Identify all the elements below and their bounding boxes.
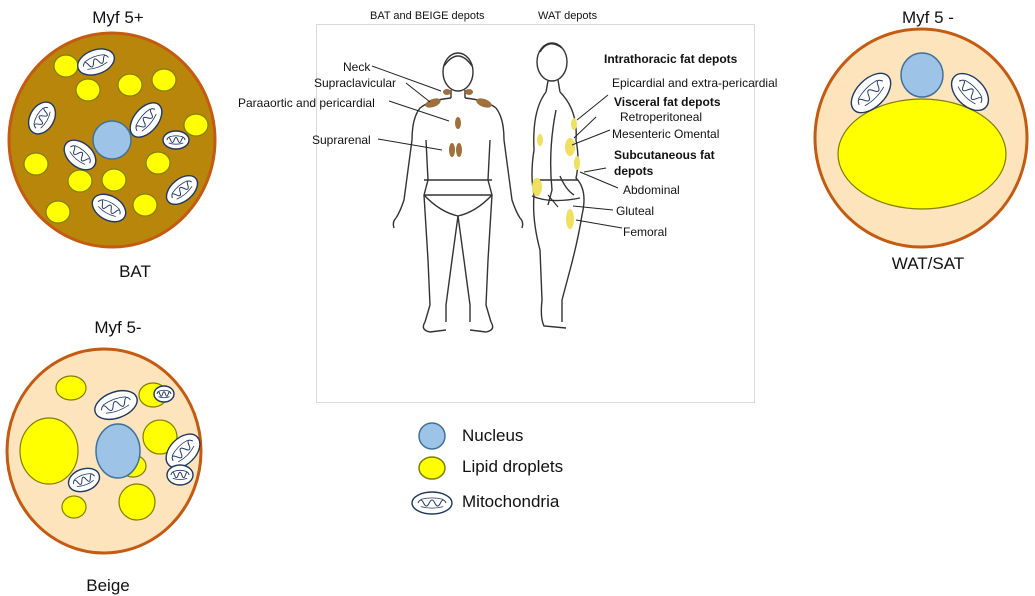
legend-mito-icon <box>412 492 452 514</box>
